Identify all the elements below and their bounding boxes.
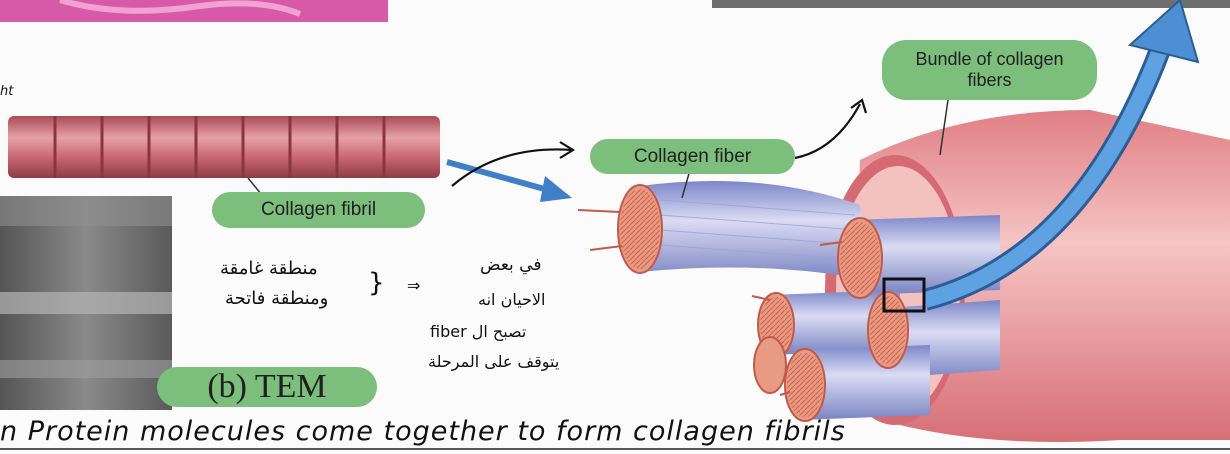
handdrawn-arrow: ⇒ (407, 276, 420, 295)
collagen-fiber-label: Collagen fiber (590, 139, 795, 174)
partial-note: ht (0, 84, 13, 99)
handdrawn-brace: } (368, 268, 385, 298)
tem-label: (b) TEM (157, 367, 377, 407)
arabic-note-dark-region: منطقة غامقة (220, 258, 318, 279)
micrograph-top-right (712, 0, 1230, 8)
arabic-note-line-4: يتوقف على المرحلة (428, 352, 559, 371)
arabic-note-line-3: تصبح ال fiber (430, 322, 526, 341)
handdrawn-arrow-to-bundle (795, 104, 860, 158)
bundle-label: Bundle of collagen fibers (882, 40, 1097, 100)
arabic-note-line-2: الاحيان انه (478, 290, 545, 309)
arabic-note-line-1: في بعض (480, 255, 541, 275)
collagen-fibril-label: Collagen fibril (212, 192, 425, 228)
blue-arrow (447, 162, 572, 202)
tem-micrograph (0, 196, 172, 410)
arabic-note-light-region: ومنطقة فاتحة (225, 288, 328, 309)
bundle-label-text: Bundle of collagen fibers (905, 49, 1075, 91)
handwritten-caption: n Protein molecules come together to for… (0, 416, 846, 447)
micrograph-top-left (0, 0, 388, 22)
